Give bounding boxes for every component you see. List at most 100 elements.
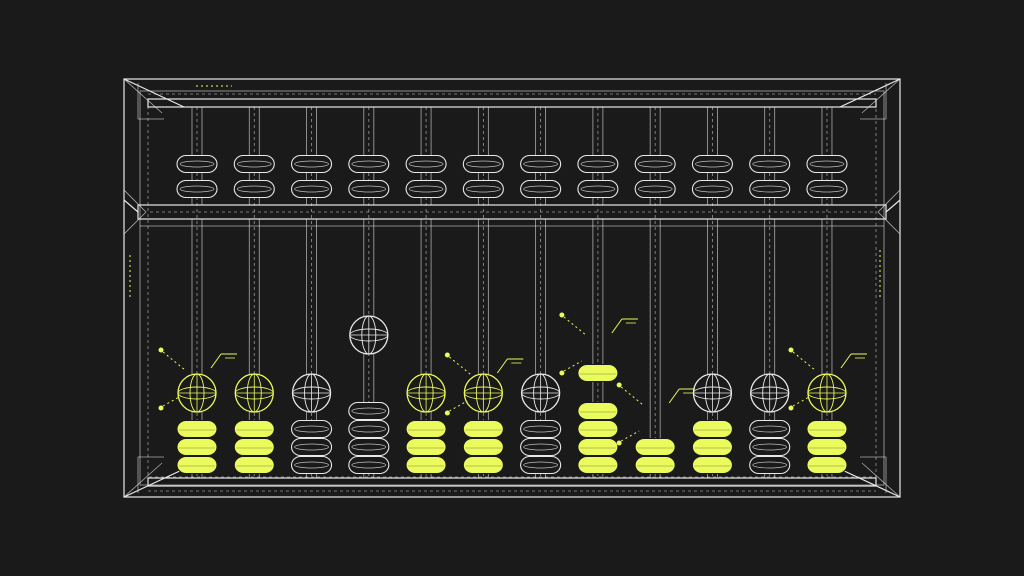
lower-bead-globe [406,373,446,413]
lower-bead [577,456,619,474]
lower-bead [691,420,733,438]
corner-bottom-left [123,456,185,498]
bead-column [233,373,275,474]
bead-column [577,364,619,474]
upper-bead-pair [462,154,504,199]
frame-dashed [147,98,877,478]
bead-annotations [158,312,867,446]
upper-bead [462,154,504,174]
upper-bead-pair [520,154,562,199]
upper-bead [462,179,504,199]
lower-bead [405,456,447,474]
upper-bead [290,154,333,174]
lower-bead [176,420,218,438]
bead-column [462,373,504,474]
bead-column [691,373,733,474]
lower-bead [176,438,218,456]
lower-bead [290,455,333,475]
annotation-dot [616,382,622,388]
upper-bead-pair [749,154,791,199]
upper-bead [520,179,562,199]
lower-bead-globe [807,373,847,413]
corner-bottom-right [839,456,901,498]
abacus-rods [191,107,833,478]
lower-bead [176,456,218,474]
bead-column [348,315,390,475]
lower-bead-globe [349,315,389,355]
lower-bead [577,402,619,420]
lower-bead [577,438,619,456]
upper-bead [405,179,447,199]
upper-bead [577,179,619,199]
corner-top-right [839,78,901,120]
lower-bead [806,456,848,474]
lower-bead [290,437,333,457]
annotation-dot [788,405,794,411]
corner-top-left [123,78,185,120]
upper-bead-pair [405,154,447,199]
bottom-rail [147,477,877,487]
upper-bead [634,179,676,199]
annotation-callout [616,382,696,446]
beam-end-right [877,189,901,235]
annotation-dot [559,370,565,376]
upper-bead [691,154,733,174]
upper-bead [233,154,275,174]
annotation-callout [444,352,524,416]
lower-bead [462,456,504,474]
lower-deck-beads [176,315,848,475]
upper-bead [348,154,390,174]
lower-bead [290,419,333,439]
upper-bead [806,179,848,199]
lower-bead [348,437,390,457]
annotation-dot [559,312,565,318]
lower-bead-globe [692,373,733,413]
upper-bead [290,179,333,199]
upper-bead [806,154,848,174]
lower-bead [520,437,562,457]
annotation-callout [788,347,867,411]
lower-bead [520,419,562,439]
annotation-callout [158,347,237,411]
upper-bead [749,179,791,199]
top-rail [147,98,877,108]
lower-bead [405,438,447,456]
lower-bead [348,401,390,421]
annotation-callout [559,312,638,376]
lower-bead-globe [234,373,274,413]
annotation-dot [788,347,794,353]
lower-bead-globe [463,373,504,413]
abacus-frame [123,78,901,498]
upper-bead-pair [691,154,733,199]
beam-end-left [123,189,147,235]
upper-bead [577,154,619,174]
upper-bead [520,154,562,174]
upper-bead-pair [290,154,333,199]
upper-bead [233,179,275,199]
annotation-dot [158,405,164,411]
upper-bead-pair [233,154,275,199]
lower-bead [806,438,848,456]
upper-deck-beads [176,154,848,199]
upper-bead-pair [348,154,390,199]
lower-bead [462,438,504,456]
bead-column [405,373,447,474]
frame-inner [139,90,885,486]
bead-column [176,373,218,474]
lower-bead [634,456,676,474]
upper-bead-pair [806,154,848,199]
upper-bead [405,154,447,174]
lower-bead [749,419,791,439]
lower-bead [577,420,619,438]
lower-bead-globe [750,373,790,413]
upper-bead [634,154,676,174]
lower-bead [691,438,733,456]
frame-outer [123,78,901,498]
bead-column [290,373,333,475]
lower-bead [520,455,562,475]
lower-bead [577,364,619,382]
upper-bead [348,179,390,199]
lower-bead [233,420,275,438]
